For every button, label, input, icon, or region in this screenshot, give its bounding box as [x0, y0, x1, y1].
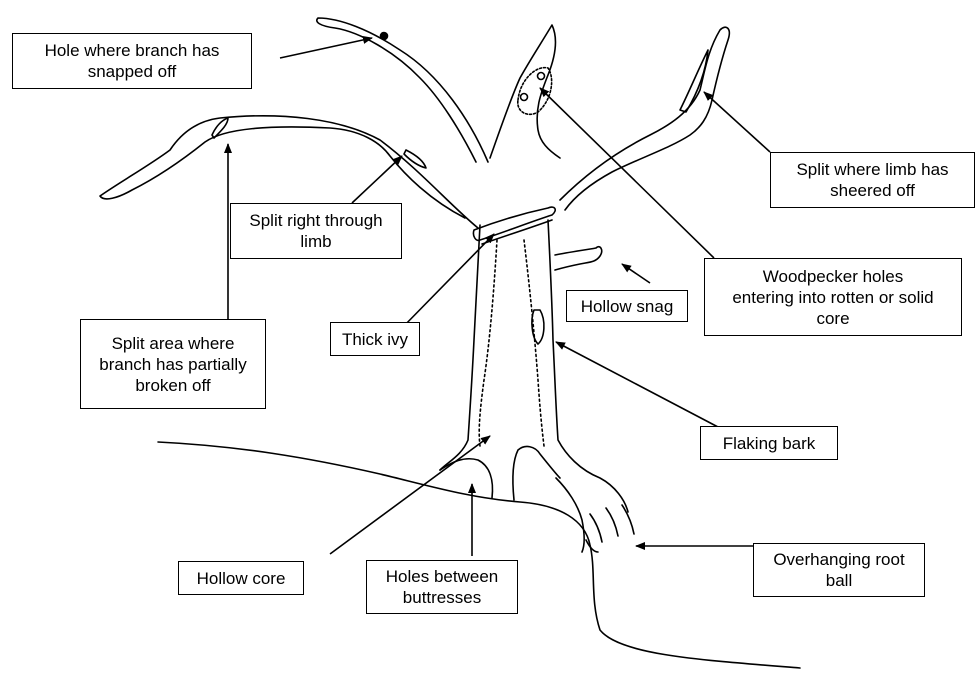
snag-stub	[555, 247, 602, 270]
label-hollow-core: Hollow core	[178, 561, 304, 595]
label-thick-ivy: Thick ivy	[330, 322, 420, 356]
label-hole-snapped: Hole where branch has snapped off	[12, 33, 252, 89]
label-root-ball: Overhanging root ball	[753, 543, 925, 597]
ground-line	[158, 442, 800, 668]
label-split-sheered: Split where limb has sheered off	[770, 152, 975, 208]
trunk-right	[548, 220, 628, 512]
buttress-mid	[513, 447, 560, 500]
woodpecker-patch	[518, 68, 552, 115]
trunk-left	[440, 225, 480, 470]
top-fork	[490, 25, 560, 158]
label-split-through: Split right through limb	[230, 203, 402, 259]
leader-lines	[228, 38, 770, 556]
right-limb	[560, 27, 729, 210]
label-split-partial: Split area where branch has partially br…	[80, 319, 266, 409]
label-woodpecker: Woodpecker holes entering into rotten or…	[704, 258, 962, 336]
label-holes-buttresses: Holes between buttresses	[366, 560, 518, 614]
label-hollow-snag: Hollow snag	[566, 290, 688, 322]
buttress-left	[440, 459, 492, 498]
upper-left-limb	[317, 18, 488, 162]
label-flaking-bark: Flaking bark	[700, 426, 838, 460]
